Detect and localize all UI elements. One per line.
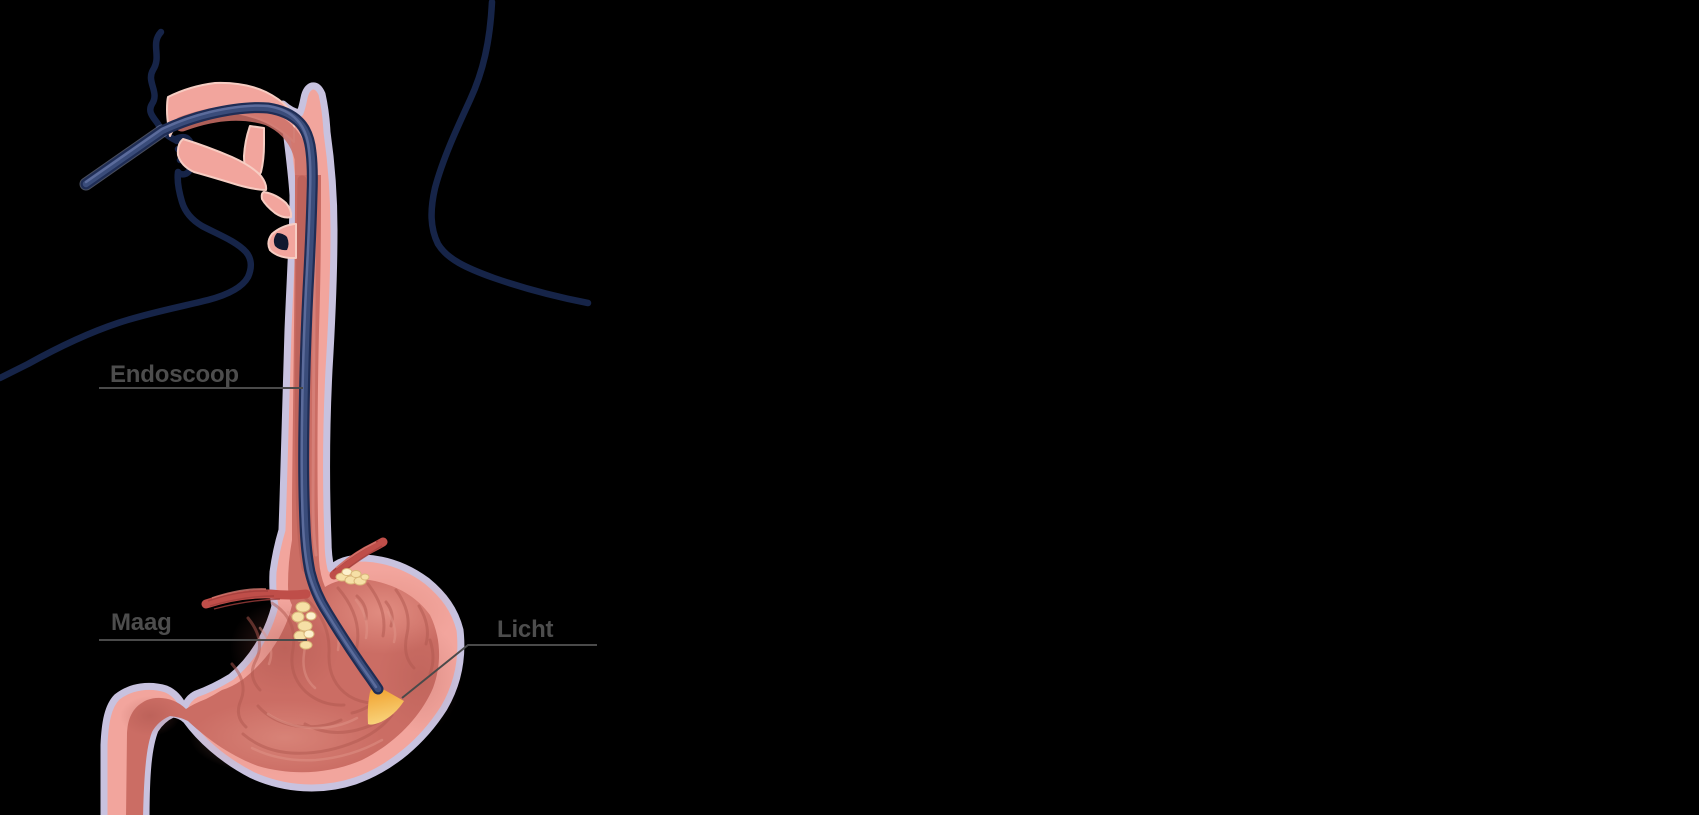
stomach-label: Maag bbox=[111, 609, 172, 636]
digestive-tract bbox=[100, 81, 465, 815]
light-leader-line bbox=[401, 644, 597, 699]
leader-lines bbox=[99, 387, 597, 699]
light-label: Licht bbox=[497, 616, 554, 643]
back-of-head-neck-line bbox=[428, 0, 592, 307]
arteries bbox=[201, 537, 388, 610]
endoscope-sheen bbox=[84, 104, 378, 689]
tongue bbox=[176, 138, 268, 191]
epiglottis bbox=[260, 191, 293, 219]
fat-cluster-cardia-left bbox=[291, 601, 317, 650]
endoscope-label: Endoscoop bbox=[110, 361, 239, 388]
fat-cluster-cardia-right bbox=[335, 568, 370, 586]
airway-slot bbox=[273, 233, 289, 251]
artery-left bbox=[201, 588, 311, 610]
lower-lip-chin-neck-line bbox=[0, 156, 254, 382]
endoscope bbox=[79, 102, 384, 695]
fat-tissue bbox=[291, 568, 370, 650]
